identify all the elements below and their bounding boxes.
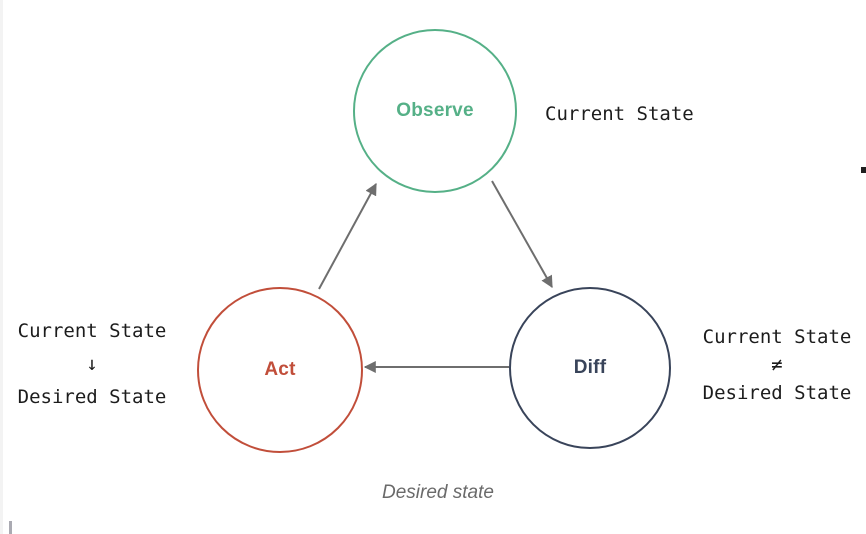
- observe-node-label: Observe: [396, 100, 474, 121]
- act-node-label: Act: [264, 359, 296, 380]
- edge-act-to-observe: [318, 182, 377, 290]
- act-annotation-line2: Desired State: [17, 386, 167, 408]
- diff-annotation-line1: Current State: [702, 326, 852, 348]
- edge-observe-to-diff: [491, 180, 553, 289]
- diff-annotation-line2: Desired State: [702, 382, 852, 404]
- diff-node-label: Diff: [573, 357, 607, 378]
- right-edge-mark: [861, 167, 866, 173]
- observe-node-circle: [353, 29, 517, 193]
- left-edge-strip: [0, 0, 3, 534]
- observe-annotation: Current State: [545, 103, 694, 125]
- down-arrow-symbol: ↓: [86, 353, 98, 375]
- act-annotation-line1: Current State: [17, 320, 167, 342]
- diff-node-circle: [509, 287, 671, 449]
- text-caret-mark: [9, 521, 12, 534]
- act-node-circle: [197, 287, 363, 453]
- diagram-caption: Desired state: [382, 482, 494, 503]
- not-equal-symbol: ≠: [771, 354, 783, 376]
- diff-annotation: Current State ≠ Desired State: [703, 323, 852, 407]
- act-annotation: Current State ↓ Desired State: [18, 315, 167, 414]
